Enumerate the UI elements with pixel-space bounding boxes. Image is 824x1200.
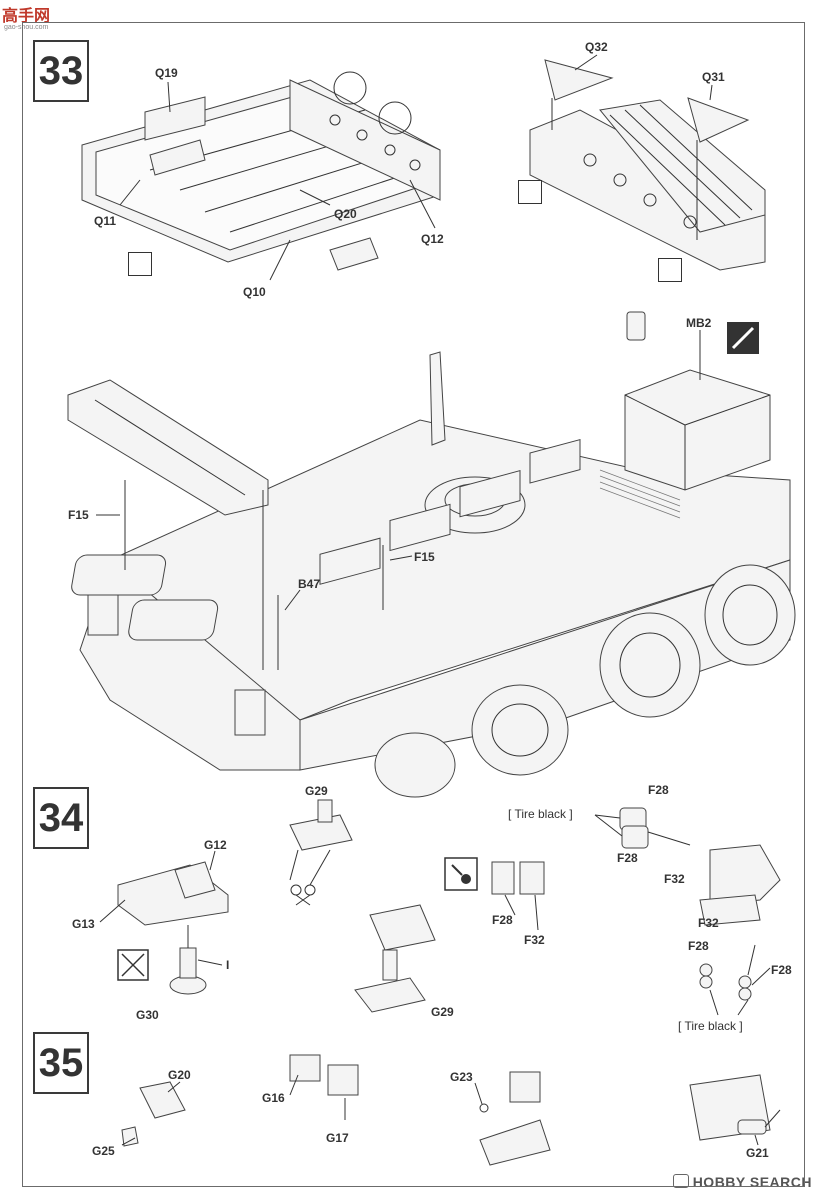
- step-33-badge: 33: [33, 40, 89, 102]
- g16-part: [289, 1054, 321, 1082]
- mb2-box-part: [624, 369, 771, 491]
- note-tire-black-bottom: [ Tire black ]: [678, 1019, 743, 1033]
- rear-hatch-2: [128, 599, 219, 641]
- step-34-badge: 34: [33, 787, 89, 849]
- label-f28-top: F28: [648, 783, 669, 797]
- g29-knuckle-part: [369, 904, 436, 951]
- label-g12: G12: [204, 838, 227, 852]
- label-g25: G25: [92, 1144, 115, 1158]
- note-tire-black-top: [ Tire black ]: [508, 807, 573, 821]
- label-g29-bottom: G29: [431, 1005, 454, 1019]
- q31-flag-part: [687, 97, 750, 143]
- label-f28-lower-right: F28: [771, 963, 792, 977]
- label-f15-center: F15: [414, 550, 435, 564]
- label-mb2: MB2: [686, 316, 712, 330]
- rear-light-right: [234, 689, 266, 736]
- rear-rack-assembly: [81, 79, 441, 271]
- installed-rear-rack: [67, 379, 269, 516]
- label-q32: Q32: [585, 40, 608, 54]
- label-f32-right: F32: [664, 872, 685, 886]
- g23-part: [479, 1119, 551, 1166]
- g20-part: [139, 1081, 186, 1119]
- hobby-search-logo-icon: [672, 1174, 689, 1188]
- label-q12: Q12: [421, 232, 444, 246]
- road-wheels: [374, 564, 796, 798]
- label-f28-lower-left: F28: [688, 939, 709, 953]
- glue-icon-q32: [518, 180, 542, 204]
- label-q20: Q20: [334, 207, 357, 221]
- label-g29-top: G29: [305, 784, 328, 798]
- q32-flag-part: [544, 59, 614, 101]
- site-logo-url: gao-shou.com: [4, 24, 49, 31]
- g17-part: [327, 1064, 359, 1096]
- side-stowage-bins: [319, 438, 581, 585]
- label-f32-sample: F32: [524, 933, 545, 947]
- label-q10: Q10: [243, 285, 266, 299]
- detail-bubble-2: [378, 101, 412, 135]
- label-f28-sample: F28: [492, 913, 513, 927]
- label-i: I: [226, 958, 230, 972]
- label-q11: Q11: [94, 214, 117, 228]
- label-g23: G23: [450, 1070, 473, 1084]
- antenna-mast: [429, 351, 446, 446]
- label-g13: G13: [72, 917, 95, 931]
- label-q31: Q31: [702, 70, 725, 84]
- step-35-badge: 35: [33, 1032, 89, 1094]
- rear-light-left: [87, 594, 119, 636]
- glue-icon-q11: [128, 252, 152, 276]
- glue-icon-q31: [658, 258, 682, 282]
- label-q19: Q19: [155, 66, 178, 80]
- label-f15-left: F15: [68, 508, 89, 522]
- label-f32-lower: F32: [698, 916, 719, 930]
- label-g21: G21: [746, 1146, 769, 1160]
- detail-bubble-1: [333, 71, 367, 105]
- g25-part: [121, 1126, 139, 1147]
- instruction-frame: [22, 22, 805, 1187]
- label-b47: B47: [298, 577, 321, 591]
- f28-sample-part: [491, 861, 515, 895]
- wheel-hub-assembly: [709, 844, 781, 906]
- label-g20: G20: [168, 1068, 191, 1082]
- label-g17: G17: [326, 1131, 349, 1145]
- side-rack-assembly: [529, 99, 766, 271]
- label-g16: G16: [262, 1091, 285, 1105]
- label-f28-mid: F28: [617, 851, 638, 865]
- mirror-part: [626, 311, 646, 341]
- site-logo: 高手网: [2, 8, 51, 25]
- label-g30: G30: [136, 1008, 159, 1022]
